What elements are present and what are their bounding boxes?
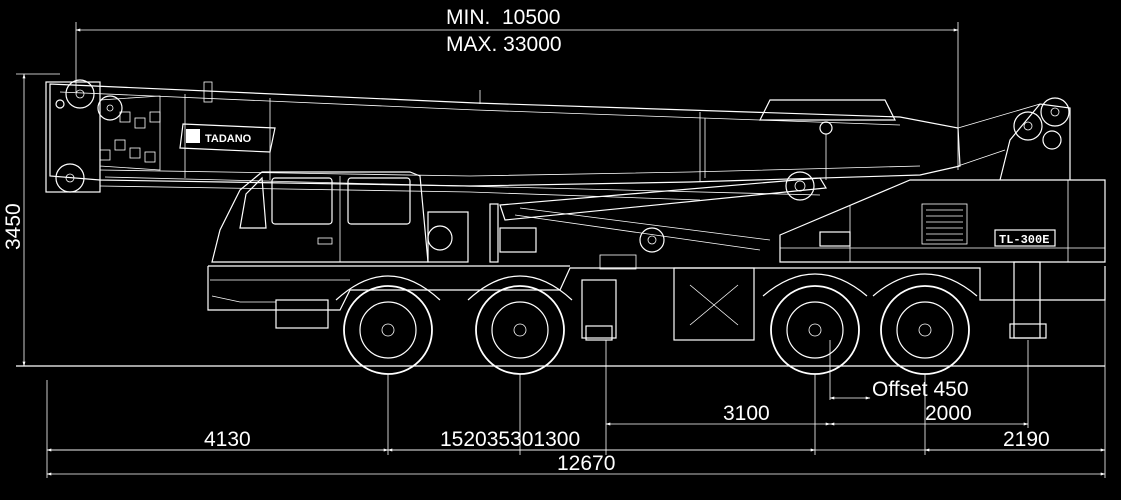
model-plate (994, 229, 1056, 247)
vent-grille (921, 203, 968, 245)
fuel-tank (673, 267, 755, 341)
dim-2000-label: 2000 (925, 402, 972, 425)
cab-window-side (347, 177, 411, 225)
brand-logo-text: TADANO (205, 133, 252, 145)
cab-window-front (271, 177, 333, 225)
offset-label: Offset 450 (872, 378, 969, 401)
luffing-cylinder (499, 171, 828, 251)
model-plate-text: TL-300E (999, 233, 1049, 247)
superstructure: TL-300E (779, 97, 1106, 263)
wheel-4 (880, 285, 970, 375)
boom-min-length-label: MIN. 10500 (446, 6, 560, 29)
telescopic-boom (45, 79, 961, 201)
dim-2190-label: 2190 (1003, 428, 1050, 451)
wheel-1 (343, 285, 433, 375)
front-outrigger (581, 279, 617, 339)
wheels (335, 273, 978, 375)
boom-length-dimension: MIN. 10500 MAX. 33000 (75, 6, 959, 170)
dim-total-length-label: 12670 (557, 452, 615, 475)
dim-3100-label: 3100 (723, 402, 770, 425)
height-label: 3450 (2, 203, 25, 250)
wheel-3 (770, 285, 860, 375)
cab (211, 171, 469, 263)
dim-4130-label: 4130 (204, 428, 251, 451)
wheel-2 (475, 285, 565, 375)
carrier-chassis (207, 203, 1106, 341)
bottom-dimensions: Offset 450 3100 2000 4130 152035301300 2… (46, 300, 1106, 478)
brand-logo-plate: TADANO (179, 123, 276, 153)
height-dimension: 3450 (2, 73, 60, 367)
boom-max-length-label: MAX. 33000 (446, 33, 562, 56)
dim-axle-spacing-label: 152035301300 (440, 428, 580, 451)
